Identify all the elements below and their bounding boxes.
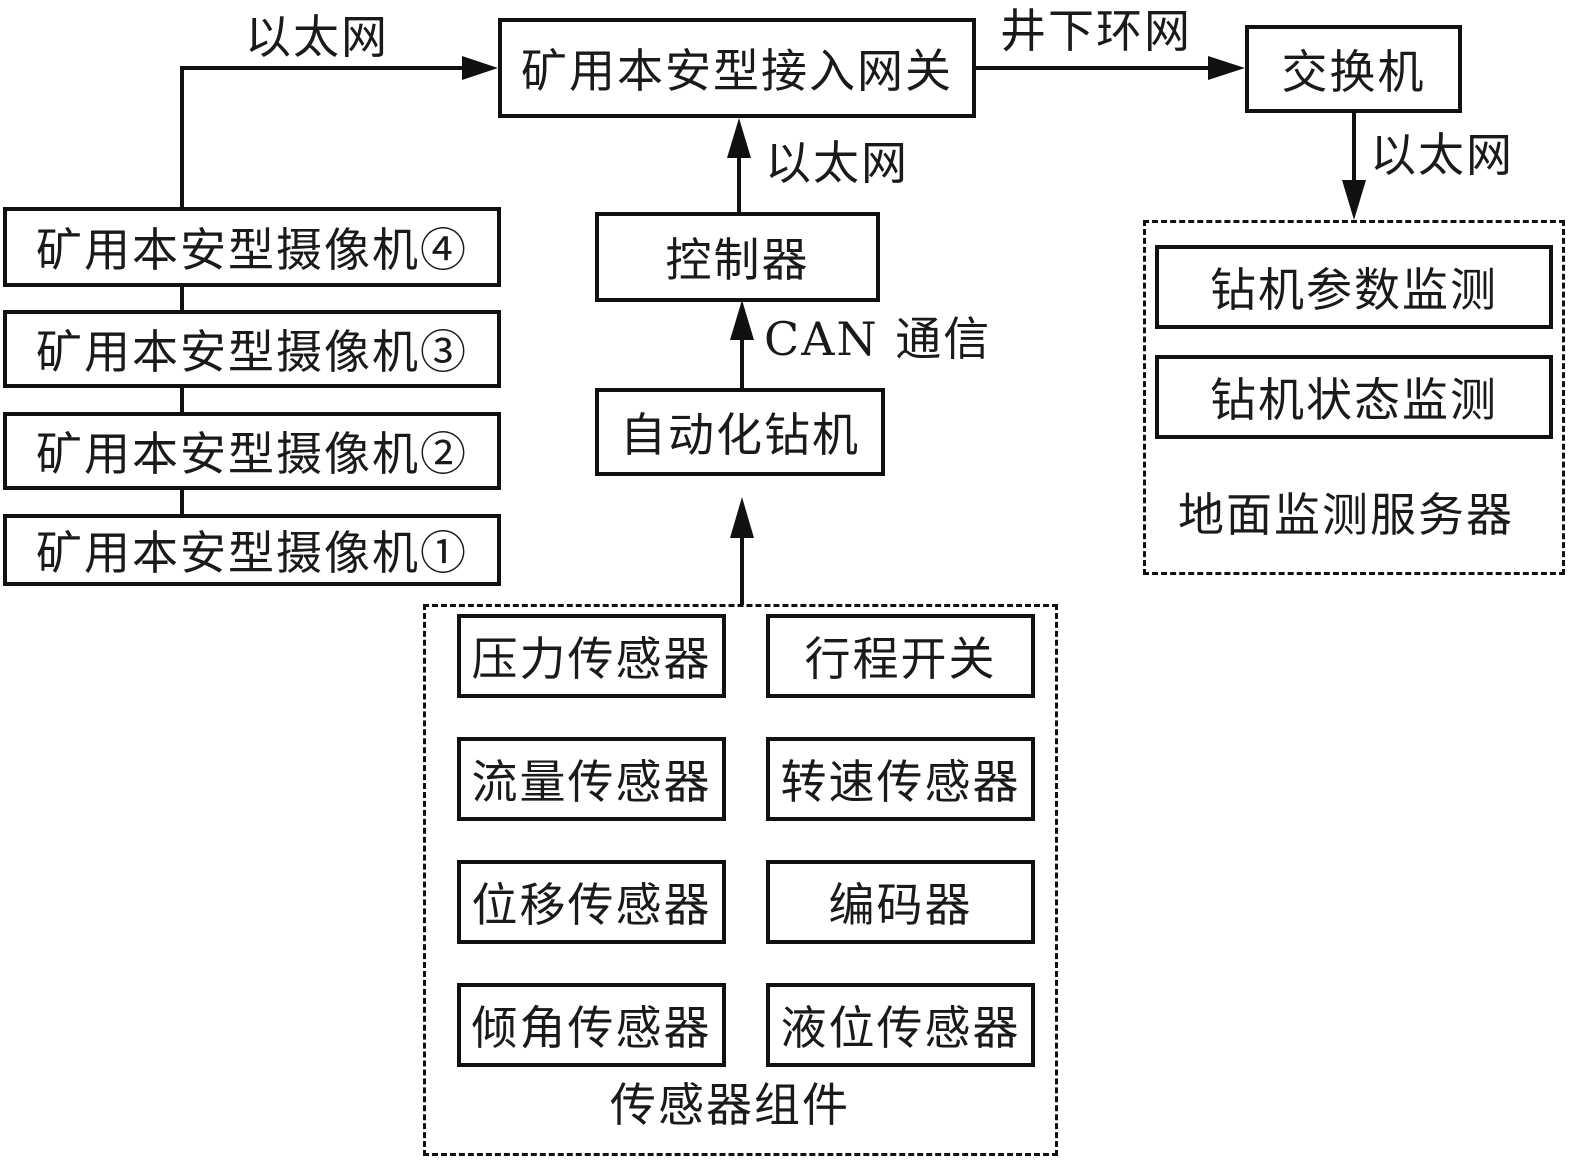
gateway-node: 矿用本安型接入网关 [498,18,976,118]
arrowhead-icon [730,497,754,538]
camera-node-3: 矿用本安型摄像机③ [3,310,501,388]
switch-node: 交换机 [1245,25,1462,113]
arrowhead-icon [730,300,754,340]
controller-node: 控制器 [595,212,880,302]
sensor-travel-switch: 行程开关 [766,614,1035,698]
server-group [1143,220,1565,575]
sensor-displacement: 位移传感器 [457,860,726,944]
camera-node-2: 矿用本安型摄像机② [3,412,501,490]
edge-cameras-to-gateway [180,66,470,207]
sensor-group [423,604,1058,1156]
edge-label-gateway-to-switch: 井下环网 [1000,4,1192,58]
camera-node-1: 矿用本安型摄像机① [3,514,501,586]
camera-node-4: 矿用本安型摄像机④ [3,207,501,287]
arrowhead-icon [1342,180,1366,220]
server-item-status: 钻机状态监测 [1155,355,1553,439]
arrowhead-icon [727,118,751,158]
edge-label-cameras-to-gateway: 以太网 [245,10,389,64]
sensor-pressure: 压力传感器 [457,614,726,698]
sensor-speed: 转速传感器 [766,737,1035,821]
drill-node: 自动化钻机 [595,388,885,476]
sensor-level: 液位传感器 [766,983,1035,1067]
server-item-params: 钻机参数监测 [1155,245,1553,329]
sensor-encoder: 编码器 [766,860,1035,944]
server-group-title: 地面监测服务器 [1178,488,1514,542]
sensor-tilt: 倾角传感器 [457,983,726,1067]
edge-label-drill-to-controller: CAN 通信 [764,312,992,366]
sensor-flow: 流量传感器 [457,737,726,821]
edge-label-switch-to-server: 以太网 [1370,128,1514,182]
arrowhead-icon [1208,56,1245,80]
sensor-group-title: 传感器组件 [610,1078,850,1132]
edge-label-controller-to-gateway: 以太网 [765,136,909,190]
arrowhead-icon [462,56,498,80]
